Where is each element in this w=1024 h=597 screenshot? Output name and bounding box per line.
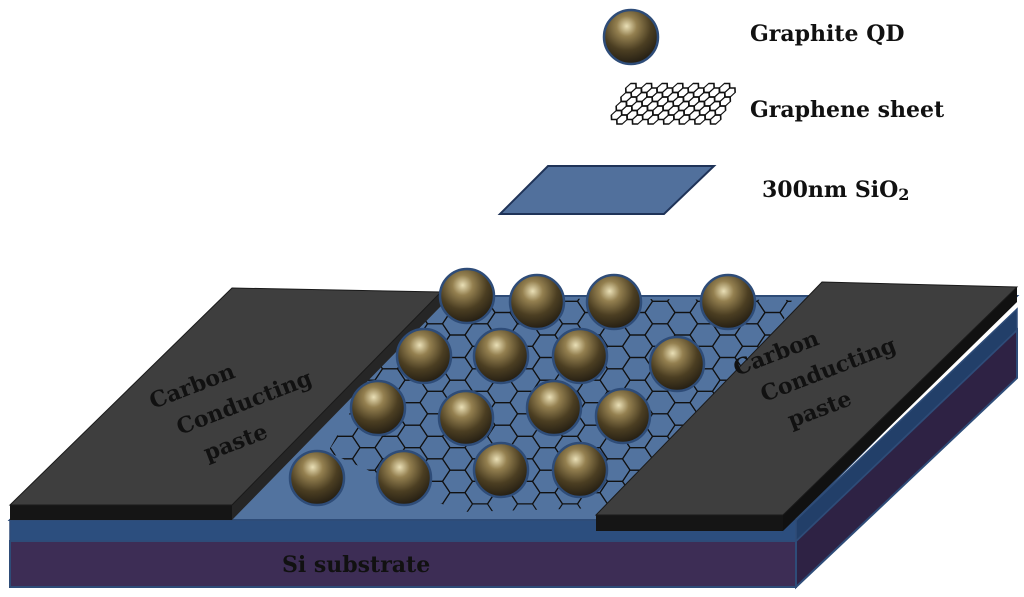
graphene-hexagon-cell — [938, 448, 968, 471]
legend-hexagon-cell — [709, 114, 722, 125]
right-carbon-paste-pad — [594, 281, 1019, 531]
graphite-quantum-dot — [438, 267, 496, 325]
graphene-hexagon-cell — [779, 300, 792, 325]
graphite-quantum-dot — [551, 327, 609, 385]
left-carbon-paste-pad — [8, 287, 443, 520]
device-stack: Carbon Conducting paste Carbon Conductin… — [7, 267, 1020, 590]
legend-graphene-icon — [610, 82, 736, 125]
graphite-quantum-dot — [437, 389, 495, 447]
graphite-quantum-dot — [525, 379, 583, 437]
legend-oxide-icon — [497, 165, 717, 215]
graphite-quantum-dot — [472, 327, 530, 385]
legend-hexagon-cell — [719, 96, 732, 107]
graphene-hexagon-cell — [960, 481, 990, 504]
graphite-quantum-dot — [349, 379, 407, 437]
legend-hexagon-cell — [714, 105, 727, 116]
graphite-quantum-dot — [699, 273, 757, 331]
graphite-quantum-dot — [551, 441, 609, 499]
graphene-hexagon-cell — [938, 470, 968, 493]
graphene-hexagon-cell — [983, 470, 1013, 493]
si-substrate-label: Si substrate — [282, 552, 430, 578]
legend-quantum-dot-icon — [602, 8, 660, 66]
legend-oxide-label: 300nm SiO2 — [762, 177, 909, 204]
legend-oxide-label-subscript: 2 — [898, 185, 909, 204]
graphite-quantum-dot — [395, 327, 453, 385]
oxide-layer-side — [795, 307, 1018, 543]
legend-oxide-label-main: 300nm SiO — [762, 177, 898, 203]
legend-hexagon-cell — [723, 87, 736, 98]
graphene-hexagon-cell — [983, 448, 1013, 471]
graphite-quantum-dot — [472, 441, 530, 499]
legend-graphene-label: Graphene sheet — [750, 97, 945, 123]
graphene-hexagon-cell — [960, 459, 990, 482]
legend: Graphite QD Graphene sheet 300nm SiO2 — [497, 8, 945, 215]
graphite-quantum-dot — [585, 273, 643, 331]
graphite-quantum-dot — [288, 449, 346, 507]
graphite-quantum-dot — [594, 387, 652, 445]
graphite-quantum-dot — [375, 449, 433, 507]
graphite-quantum-dot — [648, 335, 706, 393]
graphene-hexagon-cell — [983, 493, 1013, 516]
graphene-hexagon-cell — [893, 493, 923, 516]
graphite-quantum-dots — [288, 267, 757, 507]
graphene-hexagon-cell — [915, 481, 945, 504]
graphene-hexagon-cell — [983, 425, 1013, 448]
legend-quantum-dot-label: Graphite QD — [750, 21, 904, 47]
graphite-quantum-dot — [508, 273, 566, 331]
graphene-hexagon-cell — [960, 436, 990, 459]
graphene-hexagon-cell — [938, 493, 968, 516]
